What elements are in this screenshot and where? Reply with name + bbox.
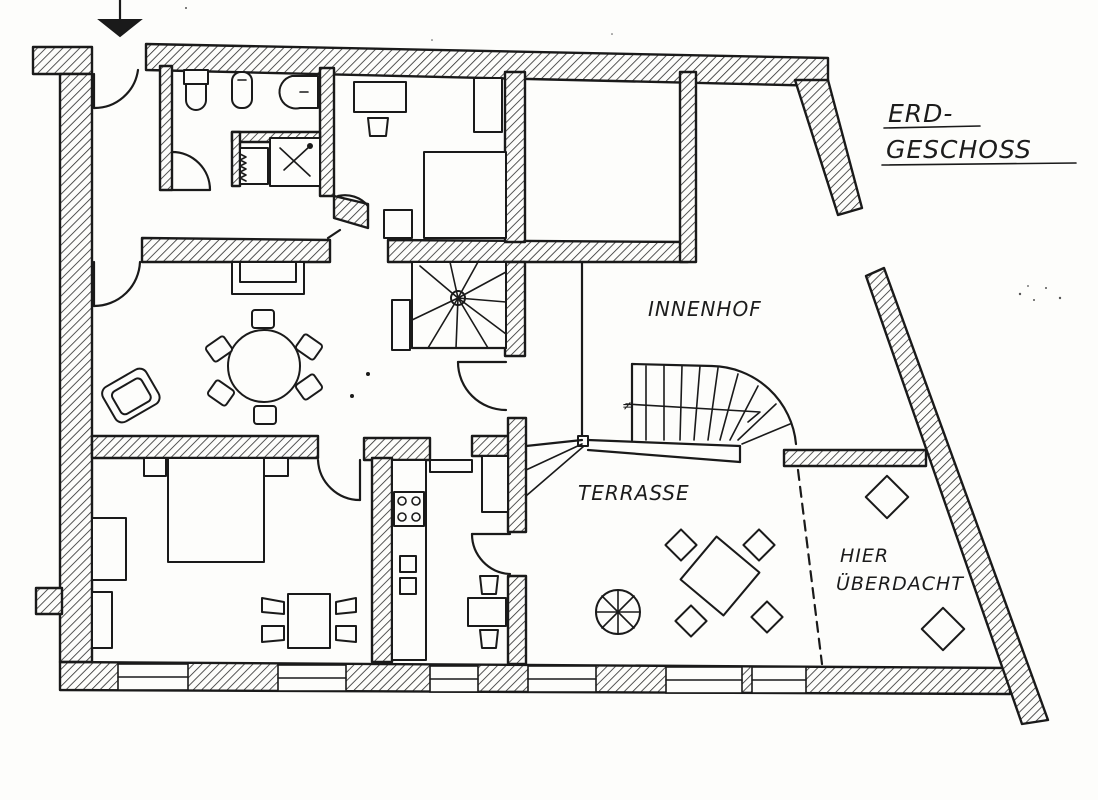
title-line-1: ERD- — [888, 99, 953, 128]
shelf — [473, 77, 503, 133]
cooktop-icon — [393, 491, 425, 527]
title-line-2: GESCHOSS — [886, 135, 1032, 164]
toilet-icon — [183, 69, 209, 111]
double-bed — [167, 457, 265, 563]
chair — [367, 117, 389, 137]
covered-area-boundary — [796, 468, 824, 666]
terrace-chair — [674, 604, 708, 638]
bottom-windows — [117, 663, 807, 694]
window-seat — [429, 459, 473, 473]
scan-specks — [185, 7, 1062, 301]
terrace-table — [679, 535, 761, 617]
nightstand — [263, 457, 289, 477]
terrace-furniture — [595, 468, 966, 666]
title-underline-1 — [883, 125, 981, 129]
parasol-icon — [595, 589, 641, 635]
courtyard-label: INNENHOF — [648, 297, 762, 321]
dining-chair — [295, 333, 323, 361]
desk — [353, 81, 407, 113]
kitchen-table — [467, 597, 507, 627]
spiral-staircase-icon — [391, 261, 508, 351]
door-swings — [92, 68, 512, 576]
dining-chair — [207, 379, 235, 407]
bathroom-fixtures — [183, 69, 321, 187]
dining-chair — [251, 309, 275, 329]
curved-staircase-icon: ≠ — [622, 362, 798, 446]
lounge-chair — [920, 606, 966, 652]
bed — [423, 151, 507, 239]
terrace-label: TERRASSE — [578, 481, 690, 505]
bedroom-table — [287, 593, 331, 649]
dining-chair — [253, 405, 277, 425]
bidet-icon — [231, 71, 253, 109]
radiator-icon — [239, 147, 269, 185]
terrace-chair — [750, 600, 784, 634]
lounge-chair — [864, 474, 910, 520]
courtyard-area — [524, 260, 742, 497]
washbasin-icon — [278, 75, 319, 110]
covered-label-line-1: HIER — [840, 545, 889, 567]
dining-chair — [295, 373, 323, 401]
svg-text:≠: ≠ — [622, 399, 634, 414]
kitchen-fixtures — [391, 455, 509, 661]
nightstand — [143, 457, 167, 477]
wardrobe — [91, 591, 113, 649]
shower-icon — [269, 137, 321, 187]
dining-chair — [205, 335, 233, 363]
sink-icon — [399, 555, 417, 573]
living-room-furniture — [101, 261, 370, 425]
armchair — [101, 367, 161, 424]
terrace-chair — [742, 528, 776, 562]
terrace-chair — [664, 528, 698, 562]
covered-label-line-2: ÜBERDACHT — [836, 572, 964, 595]
side-table — [383, 209, 413, 239]
title-underline-2 — [881, 162, 1077, 166]
plan-title: ERD- GESCHOSS — [881, 99, 1077, 166]
study-furniture — [353, 77, 507, 239]
dining-table-round — [227, 329, 301, 403]
wardrobe — [91, 517, 127, 581]
entrance-arrow-icon — [97, 0, 143, 38]
bedroom-furniture — [91, 457, 357, 649]
